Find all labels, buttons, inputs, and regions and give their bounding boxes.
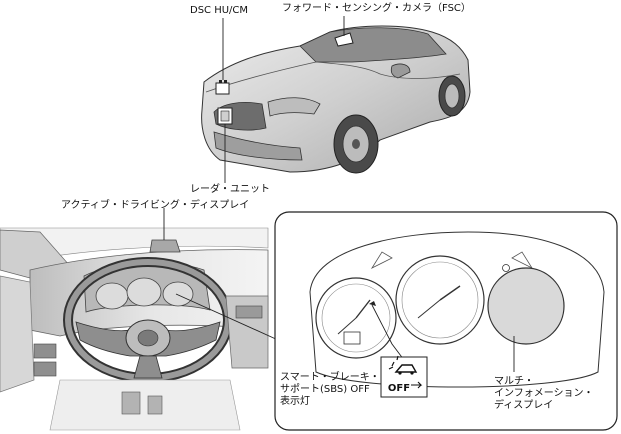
label-multi-info-display: マルチ・ インフォメーション・ ディスプレイ (494, 376, 594, 411)
multi-info-display-screen (487, 267, 565, 345)
zoom-pointer-line (175, 293, 279, 341)
car-illustration (201, 25, 471, 174)
dashboard-illustration (0, 208, 269, 431)
sbs-leader-line (371, 304, 405, 361)
sbs-off-indicator-box: OFF (380, 355, 428, 398)
car-collision-icon (388, 355, 418, 375)
radar-unit-icon (217, 107, 233, 183)
label-dsc-hu-cm: DSC HU/CM (190, 5, 249, 16)
fsc-camera-icon (334, 16, 354, 47)
label-radar-unit: レーダ・ユニット (190, 184, 270, 195)
off-arrow-icon (411, 381, 423, 389)
dsc-module-icon (215, 18, 230, 95)
sbs-indicator-location-icon (369, 301, 376, 306)
instrument-cluster (309, 231, 605, 388)
label-sbs-off-indicator: スマート・ブレーキ・ サポート(SBS) OFF 表示灯 (280, 372, 380, 407)
label-fsc: フォワード・センシング・カメラ（FSC） (282, 3, 471, 14)
sbs-off-text: OFF (388, 383, 410, 394)
label-active-driving-display: アクティブ・ドライビング・ディスプレイ (61, 200, 250, 211)
